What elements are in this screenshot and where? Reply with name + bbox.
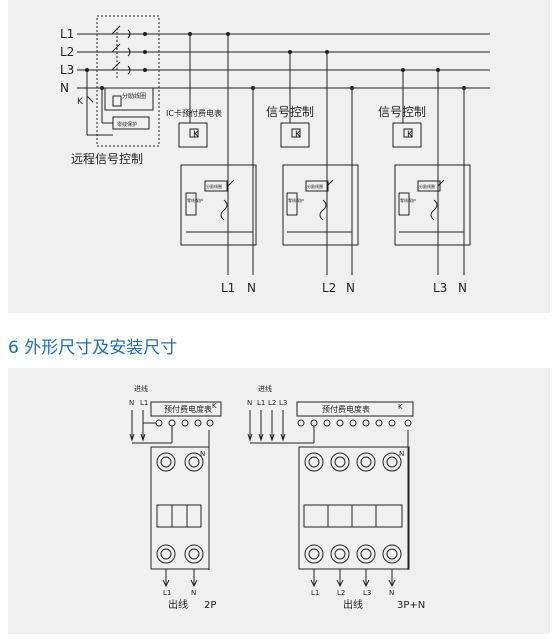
label-l2: L2	[60, 45, 74, 59]
module-small-2: 分励线圈	[307, 183, 323, 189]
inlet-l2-3pn: L2	[268, 399, 276, 407]
outlet-label-3pn: 出线	[343, 598, 363, 611]
output-1-phase: L1	[221, 281, 235, 295]
signal-control-label-2: 信号控制	[266, 105, 314, 119]
label-l3: L3	[60, 63, 74, 77]
meter-k-3: K	[407, 130, 414, 140]
inlet-n-3pn: N	[247, 399, 252, 407]
output-2-phase: L2	[322, 281, 336, 295]
meter-k-2: K	[295, 130, 302, 140]
inlet-n-2p: N	[129, 399, 134, 407]
inlet-l3-3pn: L3	[279, 399, 287, 407]
ic-meter-label: IC卡预付费电表	[166, 108, 222, 118]
meter-box-3pn	[296, 401, 414, 417]
signal-control-label-3: 信号控制	[378, 105, 426, 119]
k-label-2p: K	[212, 402, 217, 410]
module-side-2: 零线保护	[288, 197, 304, 203]
outlet-l1-3pn: L1	[311, 589, 319, 597]
meter-k-1: K	[193, 130, 200, 140]
module-side-3: 零线保护	[400, 197, 416, 203]
inlet-label-2p: 进线	[134, 384, 148, 393]
output-3-neutral: N	[458, 281, 467, 295]
module-side-1: 零线保护	[187, 197, 203, 203]
module-small-3: 分励线圈	[419, 183, 435, 189]
shunt-coil-label: 分励线圈	[122, 92, 146, 100]
breaker-unit-2	[280, 52, 359, 275]
inlet-l1-2p: L1	[140, 399, 148, 407]
breaker-unit-1	[178, 34, 257, 275]
outlet-l3-3pn: L3	[363, 589, 371, 597]
outlet-n-3pn: N	[389, 589, 394, 597]
breaker-unit-3	[392, 70, 471, 275]
label-n: N	[60, 81, 69, 95]
outlet-l1-2p: L1	[163, 589, 171, 597]
k-label-3pn: K	[398, 403, 403, 411]
wiring-diagram	[77, 15, 490, 275]
section-title: 6 外形尺寸及安装尺寸	[8, 338, 178, 358]
outlet-l2-3pn: L2	[337, 589, 345, 597]
outlet-label-2p: 出线	[168, 598, 188, 611]
module-small-1: 分励线圈	[206, 183, 222, 189]
n-mark-2p: N	[200, 450, 205, 458]
output-3-phase: L3	[433, 281, 447, 295]
inlet-l1-3pn: L1	[257, 399, 265, 407]
device-2p	[129, 401, 222, 588]
n-mark-3pn: N	[399, 450, 404, 458]
meter-label-3pn: 预付费电度表	[322, 404, 370, 414]
output-1-neutral: N	[247, 281, 256, 295]
type-label-3pn: 3P+N	[397, 600, 425, 611]
dimensions-panel	[8, 368, 550, 634]
inlet-label-3pn: 进线	[258, 384, 272, 393]
meter-box-2p	[150, 401, 222, 417]
output-2-neutral: N	[346, 281, 355, 295]
meter-label-2p: 预付费电度表	[164, 404, 212, 414]
remote-signal-label: 远程信号控制	[71, 151, 143, 166]
label-l1: L1	[60, 27, 74, 41]
k-contact-label: K	[77, 97, 84, 107]
outlet-n-2p: N	[191, 589, 196, 597]
type-label-2p: 2P	[204, 600, 216, 611]
undervoltage-label: 零线保护	[117, 121, 137, 128]
device-3pn	[247, 401, 414, 588]
